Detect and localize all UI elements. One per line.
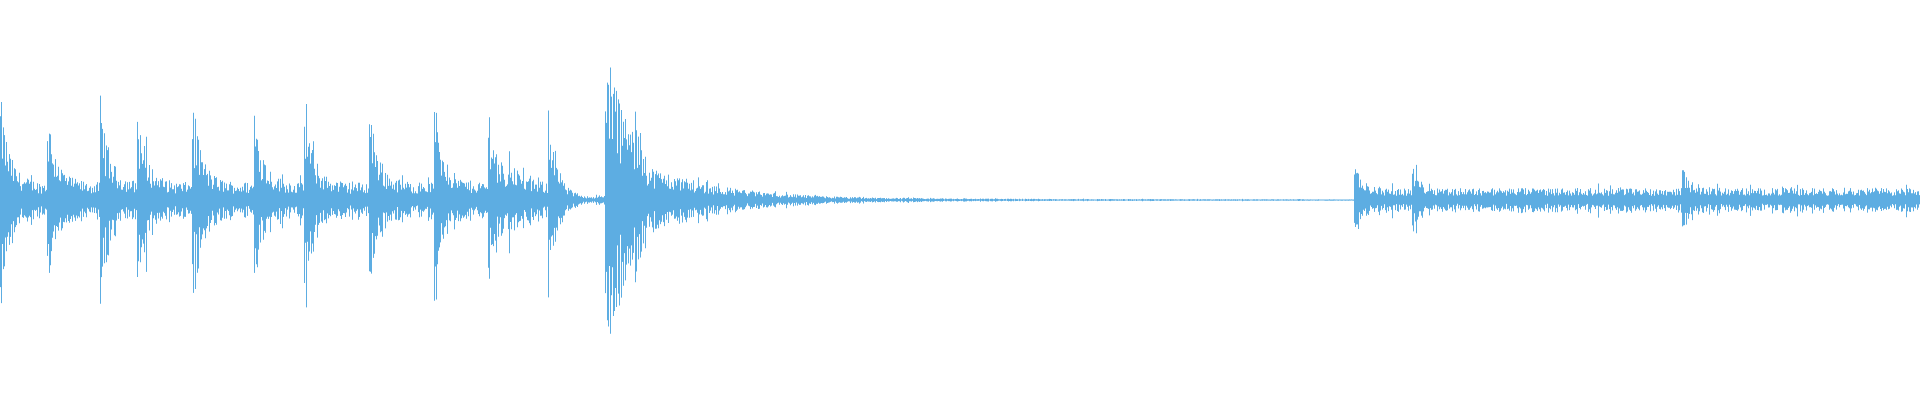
waveform-signal bbox=[0, 67, 1920, 334]
